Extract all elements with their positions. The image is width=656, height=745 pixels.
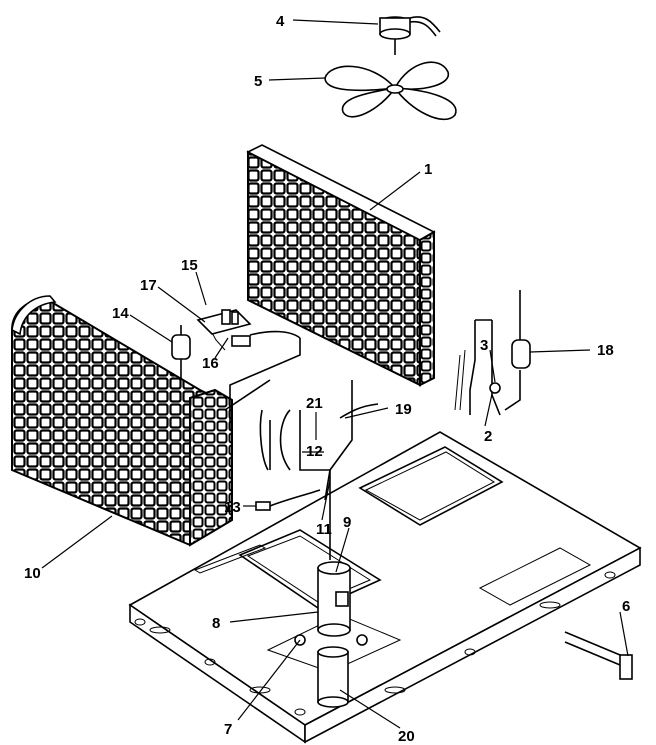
part-label-7: 7 xyxy=(224,721,232,738)
accumulator xyxy=(317,646,349,708)
part-label-5: 5 xyxy=(254,73,262,90)
service-valve xyxy=(489,382,501,394)
part-label-3: 3 xyxy=(480,337,488,354)
part-label-14: 14 xyxy=(112,305,129,322)
part-label-19: 19 xyxy=(395,401,412,418)
part-label-8: 8 xyxy=(212,615,220,632)
valve-assembly xyxy=(196,309,252,347)
part-label-9: 9 xyxy=(343,514,351,531)
filter-drier-left xyxy=(171,325,191,380)
part-label-11: 11 xyxy=(316,521,332,538)
rear-coil xyxy=(246,144,436,387)
part-label-2: 2 xyxy=(484,428,492,445)
part-label-21: 21 xyxy=(306,395,323,412)
base-pan xyxy=(128,431,642,744)
part-label-6: 6 xyxy=(622,598,630,615)
leader-lines xyxy=(41,19,629,729)
filter-drier-right xyxy=(511,339,531,369)
u-coil xyxy=(11,295,233,547)
part-label-12: 12 xyxy=(306,443,323,460)
part-label-15: 15 xyxy=(181,257,198,274)
part-label-18: 18 xyxy=(597,342,614,359)
part-label-16: 16 xyxy=(202,355,219,372)
part-label-20: 20 xyxy=(398,728,415,745)
mounting-bracket xyxy=(564,631,633,680)
part-label-13: 13 xyxy=(224,499,241,516)
part-label-10: 10 xyxy=(24,565,41,582)
refrigerant-tubing xyxy=(204,290,521,560)
part-label-17: 17 xyxy=(140,277,157,294)
part-label-1: 1 xyxy=(424,161,432,178)
part-label-4: 4 xyxy=(276,13,285,30)
fan-motor xyxy=(379,16,441,55)
fan-blade xyxy=(324,61,457,121)
